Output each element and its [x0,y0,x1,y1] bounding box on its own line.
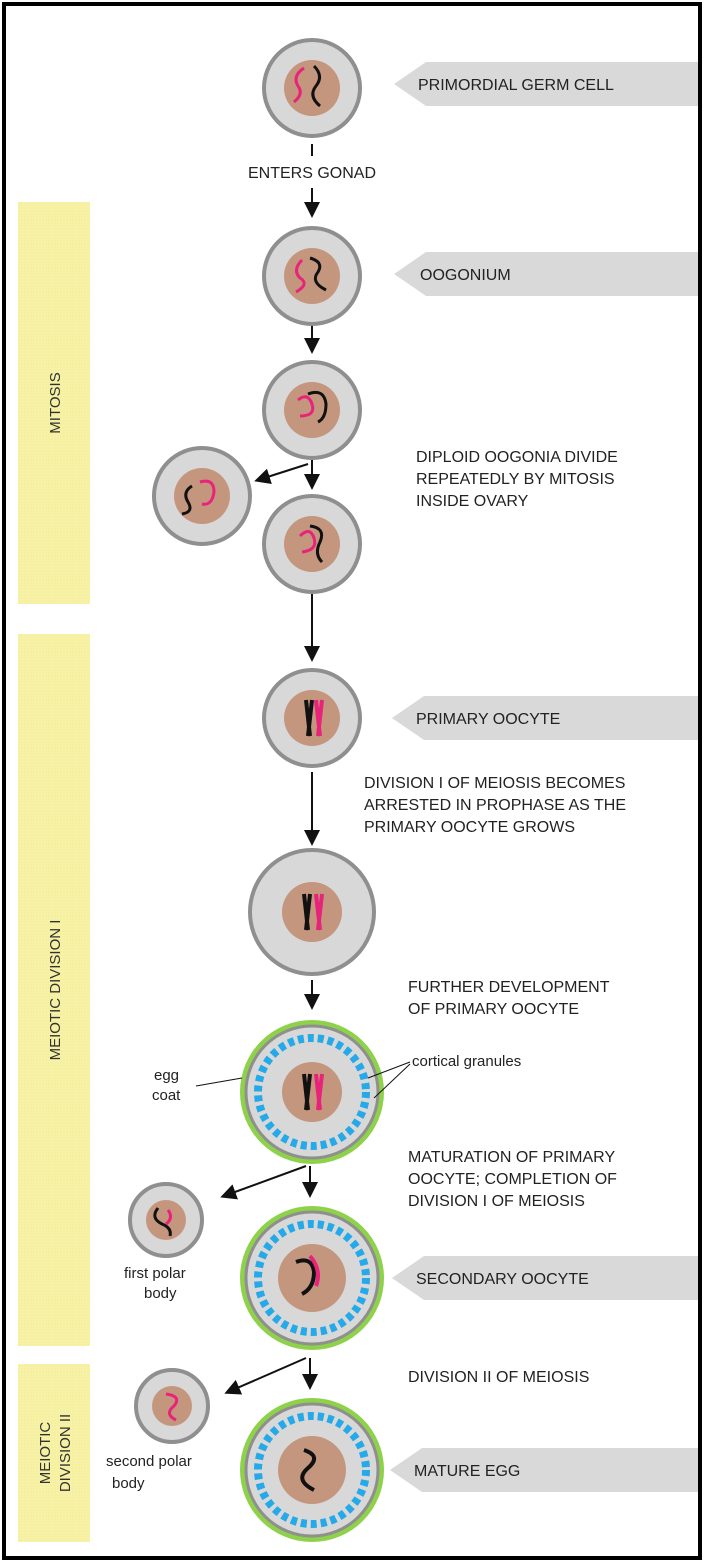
flow-arrows [220,144,320,1395]
note-maturation-line1: MATURATION OF PRIMARY [408,1149,615,1166]
label-second-polar-body-line2: body [112,1475,145,1492]
cell-primordial [262,38,362,138]
stage-tag-oogonium: OOGONIUM [394,252,698,296]
note-arrest-line2: ARRESTED IN PROPHASE AS THE [364,797,626,814]
cell-mitosis-daughter-right [262,494,362,594]
cell-mitosis-a [262,360,362,460]
label-cortical-granules: cortical granules [412,1053,521,1070]
note-further-line2: OF PRIMARY OOCYTE [408,1001,579,1018]
cell-primary-oocyte [262,668,362,768]
label-second-polar-body-line1: second polar [106,1453,192,1470]
cell-mitosis-daughter-left [152,446,252,546]
note-further-line1: FURTHER DEVELOPMENT [408,979,610,996]
cell-developed-primary-oocyte [240,1020,384,1164]
phase-band-meiotic-2: MEIOTIC DIVISION II [18,1364,90,1542]
label-first-polar-body-line2: body [144,1285,177,1302]
stage-tag-secondary-oocyte: SECONDARY OOCYTE [392,1256,698,1300]
phase-band-meiotic-1: MEIOTIC DIVISION I [18,634,90,1346]
label-egg-coat-line2: coat [152,1087,181,1104]
stage-tag-primordial: PRIMORDIAL GERM CELL [394,62,698,106]
note-mitosis-line2: REPEATEDLY BY MITOSIS [416,471,615,488]
note-mitosis-line1: DIPLOID OOGONIA DIVIDE [416,449,618,466]
note-division-2: DIVISION II OF MEIOSIS [408,1369,589,1386]
cortical-granules-leader-1 [367,1061,411,1079]
label-egg-coat-line1: egg [154,1067,179,1084]
note-maturation-line3: DIVISION I OF MEIOSIS [408,1193,585,1210]
cell-mature-egg [240,1398,384,1542]
stage-label-secondary-oocyte: SECONDARY OOCYTE [416,1271,589,1288]
cell-first-polar-body [128,1182,204,1258]
cell-second-polar-body [134,1368,210,1444]
stage-label-mature-egg: MATURE EGG [414,1463,520,1480]
diagram-frame: MITOSIS MEIOTIC DIVISION I MEIOTIC DIVIS… [2,2,702,1560]
phase-label-meiotic-2-line2: DIVISION II [57,1414,74,1492]
egg-coat-leader-line [195,1077,243,1087]
phase-label-meiotic-1: MEIOTIC DIVISION I [47,920,64,1061]
cell-oogonium [262,226,362,326]
phase-band-mitosis: MITOSIS [18,202,90,604]
oogenesis-diagram: MITOSIS MEIOTIC DIVISION I MEIOTIC DIVIS… [18,38,698,1542]
note-arrest-line3: PRIMARY OOCYTE GROWS [364,819,575,836]
phase-label-meiotic-2-line1: MEIOTIC [37,1422,54,1485]
label-first-polar-body-line1: first polar [124,1265,186,1282]
note-maturation-line2: OOCYTE; COMPLETION OF [408,1171,617,1188]
cell-secondary-oocyte [240,1206,384,1350]
stage-label-primordial: PRIMORDIAL GERM CELL [418,77,614,94]
stage-tag-primary-oocyte: PRIMARY OOCYTE [392,696,698,740]
note-enters-gonad: ENTERS GONAD [248,165,376,182]
cell-growing-oocyte [248,848,376,976]
stage-label-oogonium: OOGONIUM [420,267,511,284]
note-arrest-line1: DIVISION I OF MEIOSIS BECOMES [364,775,625,792]
note-mitosis-line3: INSIDE OVARY [416,493,529,510]
cortical-granules-leader-2 [373,1063,411,1099]
phase-label-mitosis: MITOSIS [47,372,64,433]
stage-tag-mature-egg: MATURE EGG [390,1448,698,1492]
stage-label-primary-oocyte: PRIMARY OOCYTE [416,711,560,728]
